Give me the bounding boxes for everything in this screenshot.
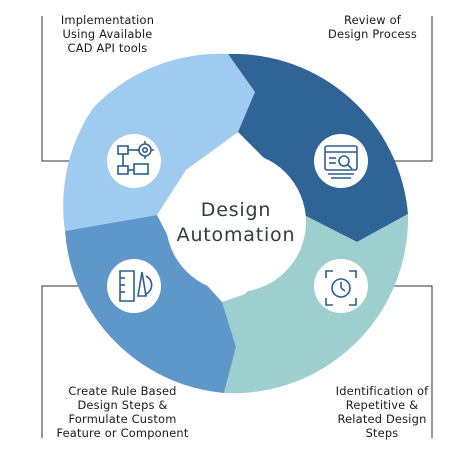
label-identification: Identification of Repetitive & Related D… (335, 384, 429, 440)
document-magnifier-icon (324, 145, 358, 179)
label-create-rule: Create Rule Based Design Steps & Formula… (56, 384, 189, 440)
segment-identification (222, 213, 409, 394)
segment-implementation (63, 53, 256, 231)
badge-review (314, 134, 368, 188)
flowchart-gear-icon (117, 141, 154, 175)
badge-identification (314, 259, 368, 313)
label-review: Review of Design Process (328, 13, 417, 41)
badge-create-rule (107, 259, 161, 313)
center-circle (166, 152, 306, 292)
label-implementation: Implementation Using Available CAD API t… (60, 13, 155, 55)
badge-implementation (107, 134, 161, 188)
clock-cycle-icon (325, 270, 357, 306)
design-tools-icon (119, 270, 153, 302)
center-title-line1: Design (201, 199, 271, 221)
center-title-line2: Automation (177, 224, 296, 246)
